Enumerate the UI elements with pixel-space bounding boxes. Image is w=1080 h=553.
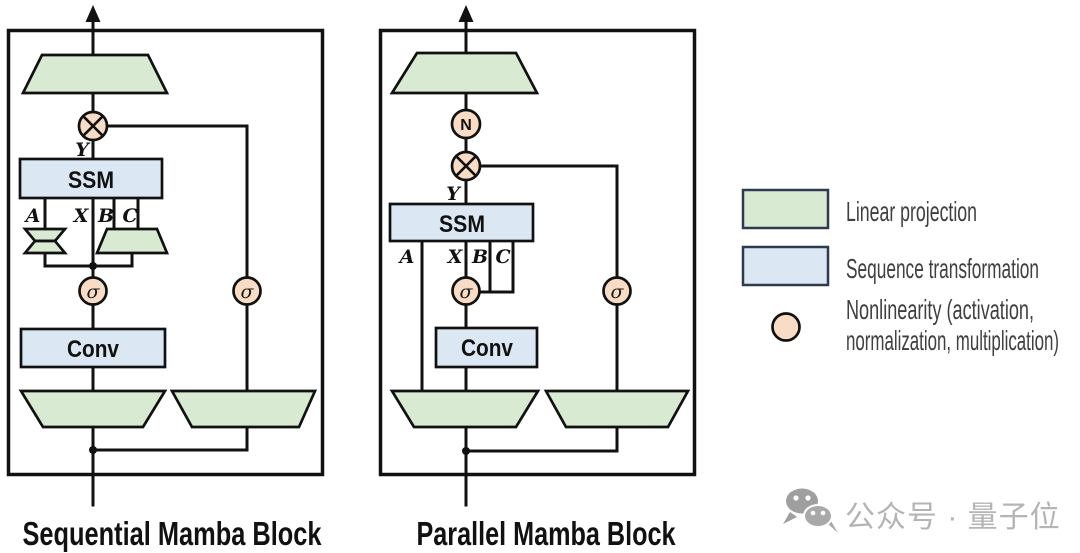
watermark-text: 公众号 · 量子位 (845, 501, 1061, 534)
legend-nonlinearity-swatch (771, 312, 801, 342)
parallel-wires (420, 16, 619, 507)
multiply-cross-icon (82, 115, 104, 137)
c-label: C (122, 205, 137, 227)
sigma-activation-icon (78, 276, 108, 306)
sequential-wires (43, 16, 249, 507)
gate-projection-trapezoid (543, 389, 691, 429)
input-projection-trapezoid (18, 389, 168, 429)
ssm-label: SSM (439, 211, 485, 238)
conv-label: Conv (461, 335, 514, 362)
sigma-gate-label: σ (241, 281, 255, 303)
output-projection-trapezoid (389, 51, 540, 95)
arrow-up-icon (458, 5, 474, 22)
arrow-up-icon (85, 5, 101, 22)
wechat-icon (783, 488, 838, 533)
b-label: B (471, 246, 488, 268)
conv-box (434, 326, 539, 369)
x-label: X (73, 205, 90, 227)
legend: Linear projection Sequence transformatio… (741, 188, 1059, 356)
a-projection-hourglass-top (22, 227, 68, 243)
legend-linear-label: Linear projection (846, 196, 977, 227)
input-projection-trapezoid (389, 389, 541, 429)
a-label: A (24, 205, 41, 227)
gate-projection-trapezoid (169, 389, 318, 429)
legend-nonlinearity-label-line1: Nonlinearity (activation, (846, 294, 1034, 325)
norm-gate-icon (450, 108, 482, 140)
sigma-gate-icon (232, 276, 262, 306)
legend-linear-swatch (741, 188, 830, 230)
junction-dot (89, 262, 97, 270)
output-projection-trapezoid (20, 53, 170, 95)
y-label: Y (446, 183, 462, 205)
sigma-gate-label: σ (611, 281, 625, 303)
sequential-title: Sequential Mamba Block (23, 515, 322, 552)
multiply-cross-icon (455, 155, 477, 177)
parallel-border (378, 28, 697, 477)
a-label: A (398, 246, 415, 268)
sigma-activation-icon (451, 276, 481, 306)
parallel-block: N Y SSM A X B C σ σ Conv Parallel Mamba … (378, 5, 697, 552)
norm-gate-label: N (460, 117, 472, 134)
legend-sequence-swatch (741, 245, 830, 287)
conv-label: Conv (67, 336, 120, 363)
a-projection-hourglass-bottom (22, 239, 68, 255)
sigma-gate-icon (602, 276, 632, 306)
sequential-block: Y SSM A X B C σ σ Conv Sequential Mamba … (6, 5, 325, 552)
legend-nonlinearity-label-line2: normalization, multiplication) (846, 325, 1059, 356)
legend-sequence-label: Sequence transformation (846, 253, 1039, 284)
x-label: X (447, 246, 464, 268)
sigma-activation-label: σ (87, 281, 101, 303)
junction-dot (89, 446, 97, 454)
ssm-box (18, 157, 164, 200)
junction-dot (462, 447, 470, 455)
bc-projection-trapezoid (94, 227, 170, 255)
sigma-activation-label: σ (460, 281, 474, 303)
b-label: B (97, 205, 114, 227)
ssm-box (388, 202, 535, 243)
watermark: 公众号 · 量子位 (783, 488, 1061, 534)
c-label: C (495, 246, 510, 268)
sequential-border (6, 28, 325, 477)
y-label: Y (75, 139, 91, 161)
parallel-title: Parallel Mamba Block (417, 515, 676, 552)
conv-box (19, 327, 167, 369)
ssm-label: SSM (68, 167, 114, 194)
